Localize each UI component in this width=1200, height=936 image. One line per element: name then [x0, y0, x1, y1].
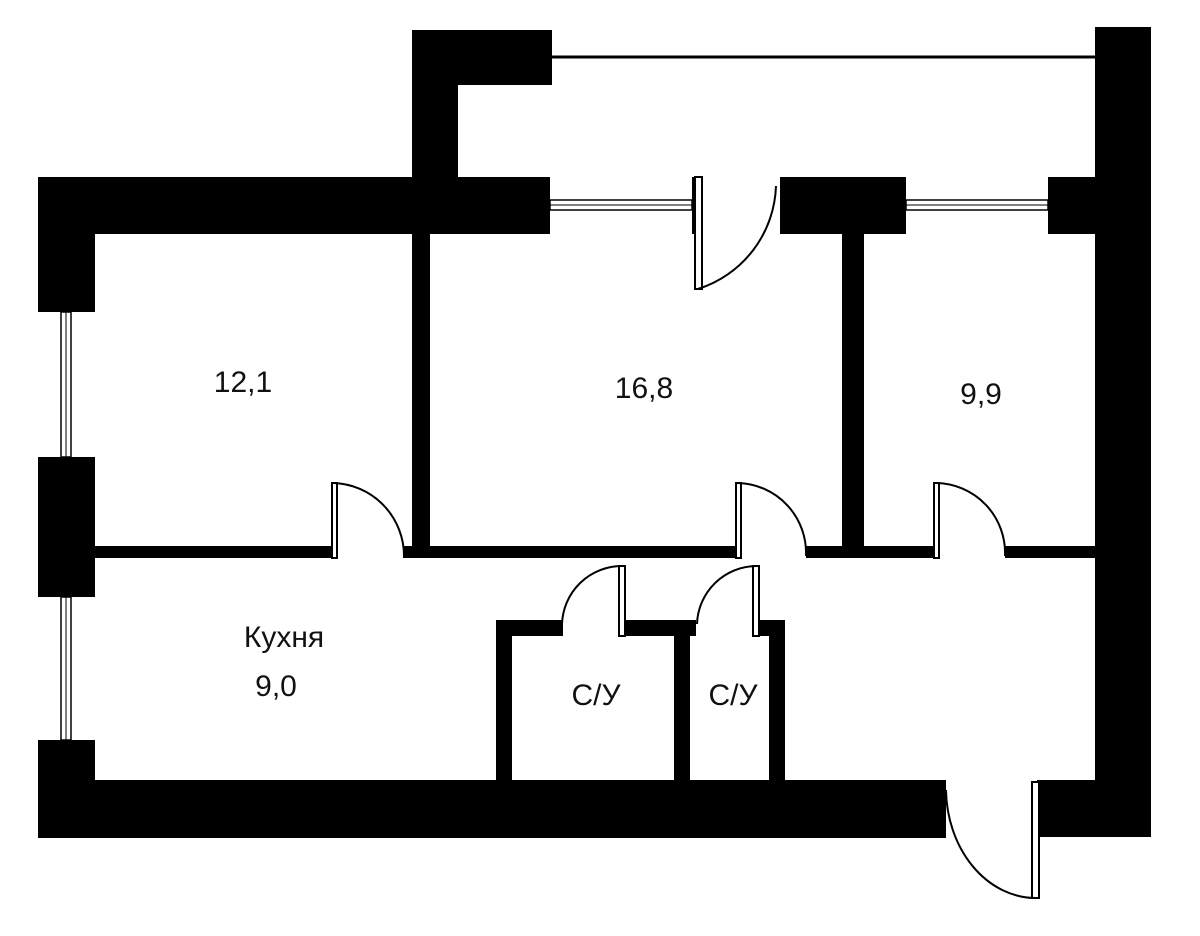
- wall-corridor-3: [806, 546, 936, 558]
- wall-corridor-2: [403, 546, 738, 558]
- wall-living-bedroom: [842, 232, 864, 548]
- bathroom-divider: [674, 620, 690, 782]
- room-area-bedroom-left: 12,1: [214, 366, 272, 399]
- room-area-bedroom-right: 9,9: [960, 378, 1002, 411]
- exterior-wall-top-right: [1048, 177, 1098, 234]
- interior-walls: [95, 232, 1097, 782]
- window-left-lower: [60, 596, 72, 741]
- door-living-room: [735, 482, 808, 559]
- exterior-wall-right: [1095, 27, 1151, 837]
- exterior-wall-top-middle: [780, 177, 906, 234]
- door-bathroom-1: [561, 565, 626, 637]
- window-top-right: [905, 199, 1049, 211]
- room-name-bathroom-1: С/У: [571, 679, 621, 712]
- door-bedroom-right: [933, 482, 1007, 559]
- bathroom-1-wall-top-left: [496, 620, 563, 636]
- exterior-wall-top: [38, 177, 1098, 234]
- exterior-wall-bottom-left: [38, 780, 946, 838]
- window-left-upper: [60, 311, 72, 458]
- exterior-wall-left-top: [38, 177, 95, 312]
- exterior-wall-bottom-right: [1037, 780, 1151, 837]
- door-bedroom-left: [331, 482, 406, 559]
- room-name-bathroom-2: С/У: [708, 679, 758, 712]
- door-bathroom-2: [696, 565, 760, 637]
- window-top-middle: [549, 199, 693, 211]
- exterior-wall-bottom: [38, 780, 1151, 838]
- room-area-living-room: 16,8: [615, 372, 673, 405]
- door-balcony: [694, 176, 777, 290]
- door-entrance: [945, 781, 1040, 899]
- wall-corridor-1: [95, 546, 335, 558]
- balcony: [412, 30, 1097, 210]
- bathroom-2-wall-right: [769, 620, 785, 782]
- room-area-kitchen: 9,0: [255, 670, 297, 703]
- exterior-wall-top-left: [38, 177, 550, 234]
- bathroom-1-wall-left: [496, 620, 512, 782]
- wall-corridor-4: [1005, 546, 1097, 558]
- exterior-wall-left-middle: [38, 457, 95, 597]
- room-name-kitchen: Кухня: [244, 621, 324, 654]
- wall-bedroom-living: [412, 232, 430, 548]
